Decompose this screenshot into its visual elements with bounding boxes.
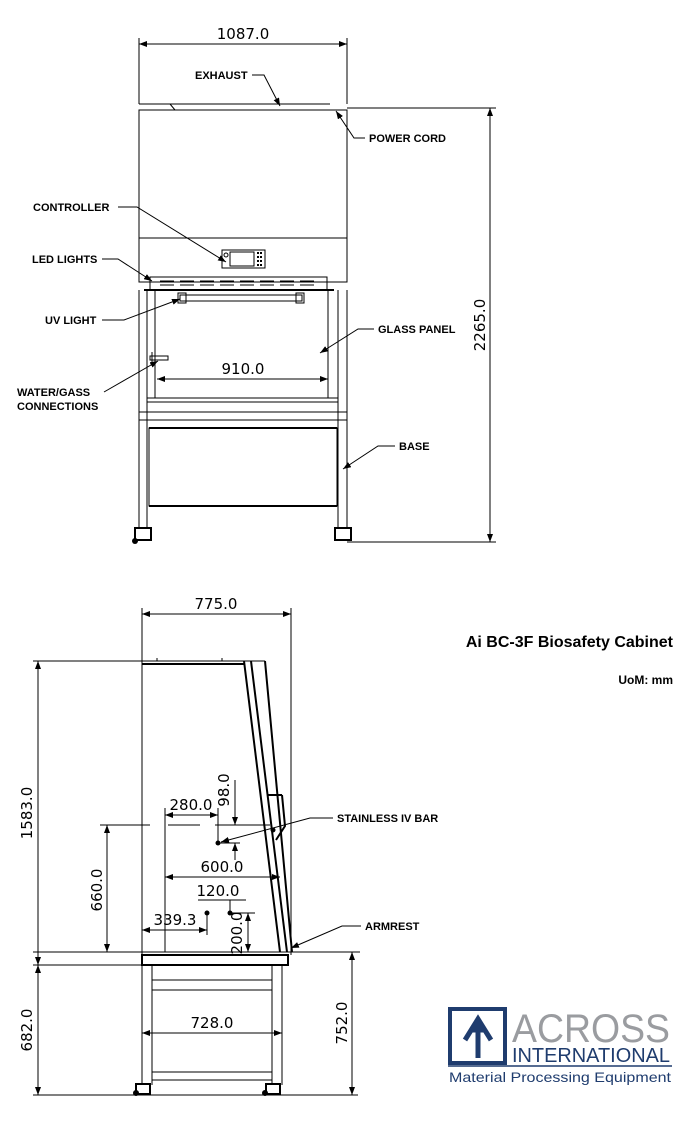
- base-cabinet: [148, 427, 338, 507]
- label-uv-light: UV LIGHT: [45, 315, 97, 327]
- dim-339: 339.3: [154, 911, 197, 929]
- dim-600: 600.0: [201, 858, 244, 876]
- front-sash: [243, 660, 293, 953]
- dim-iv-bar-height: 660.0: [88, 869, 106, 912]
- dim-200: 200.0: [228, 912, 246, 955]
- dim-inner-width: 910.0: [222, 360, 265, 378]
- cabinet-legs: [138, 290, 348, 528]
- label-water-gas-connections: CONNECTIONS: [17, 401, 98, 413]
- dim-98: 98.0: [215, 773, 233, 806]
- side-caster-wheels: [133, 1083, 281, 1096]
- dim-120: 120.0: [197, 882, 240, 900]
- logo-brand-bottom: INTERNATIONAL: [512, 1045, 670, 1067]
- across-international-logo: ACROSS INTERNATIONAL Material Processing…: [448, 1007, 672, 1085]
- label-controller: CONTROLLER: [33, 202, 109, 214]
- label-led-lights: LED LIGHTS: [32, 254, 97, 266]
- label-base: BASE: [399, 441, 430, 453]
- label-water-gas: WATER/GASS: [17, 387, 90, 399]
- exhaust-plate: [139, 103, 347, 111]
- label-iv-bar: STAINLESS IV BAR: [337, 813, 438, 825]
- label-exhaust: EXHAUST: [195, 70, 248, 82]
- side-top: [142, 658, 265, 662]
- water-gas-valve: [149, 352, 169, 362]
- dim-base-height: 682.0: [18, 1009, 36, 1052]
- front-view: 1087.0 2265.0 910.0 EXHAUST POWER CORD C…: [17, 25, 496, 544]
- label-glass-panel: GLASS PANEL: [378, 324, 456, 336]
- side-view: 775.0 1583.0 682.0 752.0 660.0 280.0 98.…: [18, 595, 438, 1096]
- dim-280: 280.0: [170, 796, 213, 814]
- controller-panel: [138, 237, 348, 283]
- dim-width: 1087.0: [217, 25, 270, 43]
- arrow-a-icon: [462, 1014, 494, 1058]
- hood-housing: [138, 109, 348, 239]
- dim-depth: 775.0: [195, 595, 238, 613]
- logo-brand-top: ACROSS: [512, 1007, 670, 1051]
- dim-height: 2265.0: [471, 299, 489, 352]
- side-base-frame: [141, 965, 283, 1085]
- logo-tagline: Material Processing Equipment: [449, 1069, 671, 1085]
- dim-base-depth: 728.0: [191, 1014, 234, 1032]
- iv-bar-bracket: [268, 794, 287, 841]
- label-power-cord: POWER CORD: [369, 133, 446, 145]
- dim-floor-armrest: 752.0: [333, 1002, 351, 1045]
- caster-wheels: [132, 527, 352, 544]
- work-surface: [139, 397, 347, 421]
- led-light-strip: [144, 276, 334, 291]
- drawing-title: Ai BC-3F Biosafety Cabinet: [466, 634, 674, 651]
- dim-cabinet-height: 1583.0: [18, 787, 36, 840]
- controller-icon: [221, 249, 266, 269]
- uv-light-tube: [177, 292, 305, 304]
- side-work-surface: [141, 954, 289, 966]
- unit-of-measure: UoM: mm: [618, 673, 673, 687]
- label-armrest: ARMREST: [365, 921, 420, 933]
